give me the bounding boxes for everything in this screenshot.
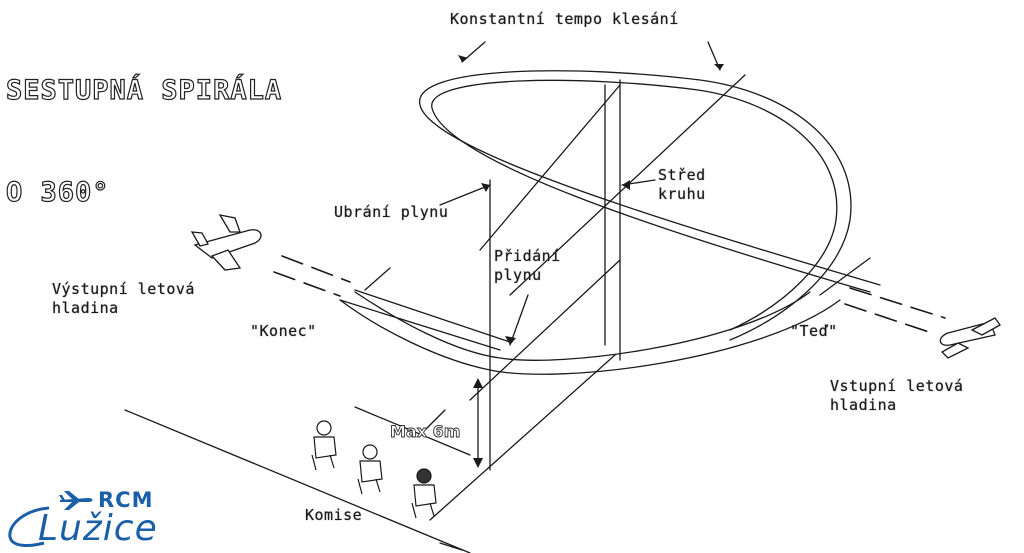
diag-6: [364, 267, 391, 291]
loop-upper-inner: [431, 79, 871, 331]
arrowhead-5: [505, 336, 516, 345]
label-judges: Komise: [305, 506, 363, 524]
exit-dash-1: [281, 255, 351, 283]
diag-4: [429, 354, 616, 521]
loop-lower-inner: [354, 291, 811, 361]
arrowhead-4: [481, 183, 490, 192]
arrowhead-3: [622, 180, 630, 190]
label-entry-level: Vstupní letová hladina: [830, 377, 964, 414]
exit-dash-2: [273, 271, 341, 297]
arrowhead-2: [714, 64, 724, 70]
label-throttle-up: Přidání plynu: [494, 247, 561, 284]
diag-5: [819, 257, 871, 296]
airplane-exit-icon: [190, 214, 262, 271]
ground-line-2: [439, 542, 463, 551]
judges-line: [354, 406, 471, 456]
airplane-icon: [59, 491, 93, 510]
label-exit-level: Výstupní letová hladina: [52, 280, 195, 317]
diag-3: [469, 259, 621, 401]
logo-swoosh: [8, 506, 50, 547]
judges-icon: [311, 420, 437, 519]
pointer-throttle-up: [509, 294, 529, 346]
title-line-1: SESTUPNÁ SPIRÁLA: [5, 74, 283, 106]
diagram-title: SESTUPNÁ SPIRÁLA O 360°: [5, 6, 283, 244]
diag-7: [424, 409, 446, 431]
loop-lower-outer: [339, 299, 841, 375]
label-max-height: Max 6m: [390, 422, 461, 442]
label-center: Střed kruhu: [658, 166, 706, 203]
label-now: "Teď": [790, 322, 838, 340]
exit-path-1: [339, 299, 501, 351]
height-arrow-bottom: [473, 458, 483, 468]
logo-brand: RCM: [98, 488, 154, 512]
entry-dash-2: [844, 303, 936, 335]
label-end: "Konec": [250, 322, 317, 340]
ground-line: [124, 409, 471, 553]
height-arrow-top: [473, 378, 483, 388]
airplane-entry-icon: [939, 317, 1001, 359]
label-constant-rate: Konstantní tempo klesání: [450, 10, 679, 28]
exit-path-2: [354, 289, 511, 343]
loop-upper-outer: [419, 70, 881, 341]
title-line-2: O 360°: [5, 176, 110, 208]
logo-name: Lužice: [38, 508, 158, 549]
pointer-throttle-down: [439, 184, 491, 206]
arrowhead-1: [458, 55, 468, 62]
diag-1: [479, 84, 621, 251]
label-throttle-down: Ubrání plynu: [334, 203, 449, 221]
entry-dash-1: [849, 287, 946, 319]
